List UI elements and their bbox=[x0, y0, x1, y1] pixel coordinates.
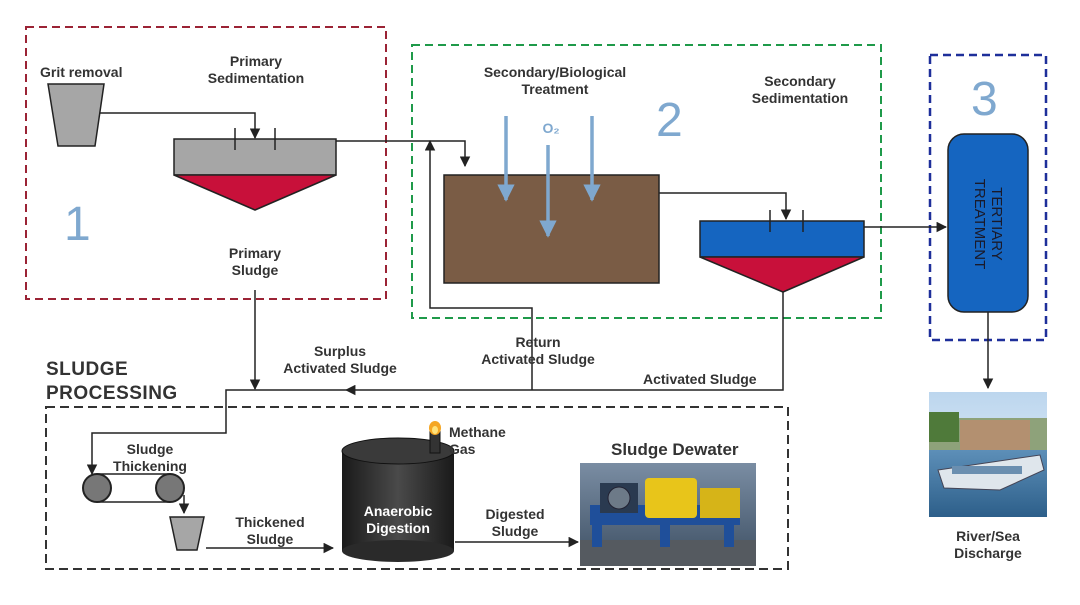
zone-3-number: 3 bbox=[971, 73, 998, 126]
secondary-sludge-cone bbox=[699, 256, 865, 293]
sludge-dewater-machine-image bbox=[580, 463, 756, 566]
label-sludge-dewater: Sludge Dewater bbox=[611, 440, 739, 459]
thickened-sludge-hopper bbox=[169, 516, 205, 551]
flow-grit-to-primary bbox=[100, 112, 261, 140]
section-title-sludge-processing: SLUDGE PROCESSING bbox=[46, 359, 178, 404]
flow-primary-to-biological bbox=[336, 140, 471, 168]
label-primary-sedimentation: Primary Sedimentation bbox=[207, 53, 305, 86]
label-sludge-thickening: Sludge Thickening bbox=[113, 441, 187, 474]
biological-treatment-tank bbox=[443, 174, 660, 284]
label-anaerobic-digestion: Anaerobic Digestion bbox=[363, 503, 433, 536]
sludge-processing-box bbox=[45, 406, 789, 570]
river-discharge-image bbox=[929, 392, 1047, 517]
label-oxygen: O₂ bbox=[542, 120, 560, 136]
flow-return-activated-sludge bbox=[424, 139, 533, 390]
anaerobic-digester bbox=[341, 437, 455, 562]
zone-2-number: 2 bbox=[656, 94, 683, 147]
secondary-clarifier-tank bbox=[699, 220, 865, 258]
primary-clarifier-tank bbox=[173, 138, 337, 176]
label-return-activated-sludge: Return Activated Sludge bbox=[481, 334, 595, 367]
zone-2-secondary-box bbox=[411, 44, 882, 319]
sludge-thickening-belt bbox=[82, 473, 185, 503]
label-methane-gas: Methane Gas bbox=[449, 424, 506, 457]
label-tertiary-treatment: TERTIARY TREATMENT bbox=[971, 178, 1005, 270]
label-activated-sludge: Activated Sludge bbox=[643, 371, 757, 387]
label-grit-removal: Grit removal bbox=[40, 64, 123, 80]
label-river-sea-discharge: River/Sea Discharge bbox=[954, 528, 1022, 561]
label-thickened-sludge: Thickened Sludge bbox=[235, 514, 305, 547]
flow-to-thickening bbox=[86, 389, 346, 476]
flow-biological-to-secondary bbox=[659, 192, 792, 221]
grit-removal-hopper bbox=[47, 83, 105, 147]
flow-activated-sludge bbox=[344, 292, 784, 396]
label-primary-sludge: Primary Sludge bbox=[228, 245, 282, 278]
primary-sludge-cone bbox=[173, 174, 337, 211]
label-surplus-activated-sludge: Surplus Activated Sludge bbox=[283, 343, 397, 376]
methane-gas-flame-icon bbox=[429, 421, 441, 454]
label-secondary-sedimentation: Secondary Sedimentation bbox=[751, 73, 849, 106]
zone-1-primary-box bbox=[25, 26, 387, 300]
zone-1-number: 1 bbox=[64, 198, 91, 251]
label-digested-sludge: Digested Sludge bbox=[485, 506, 545, 539]
label-secondary-biological-treatment: Secondary/Biological Treatment bbox=[483, 64, 627, 97]
